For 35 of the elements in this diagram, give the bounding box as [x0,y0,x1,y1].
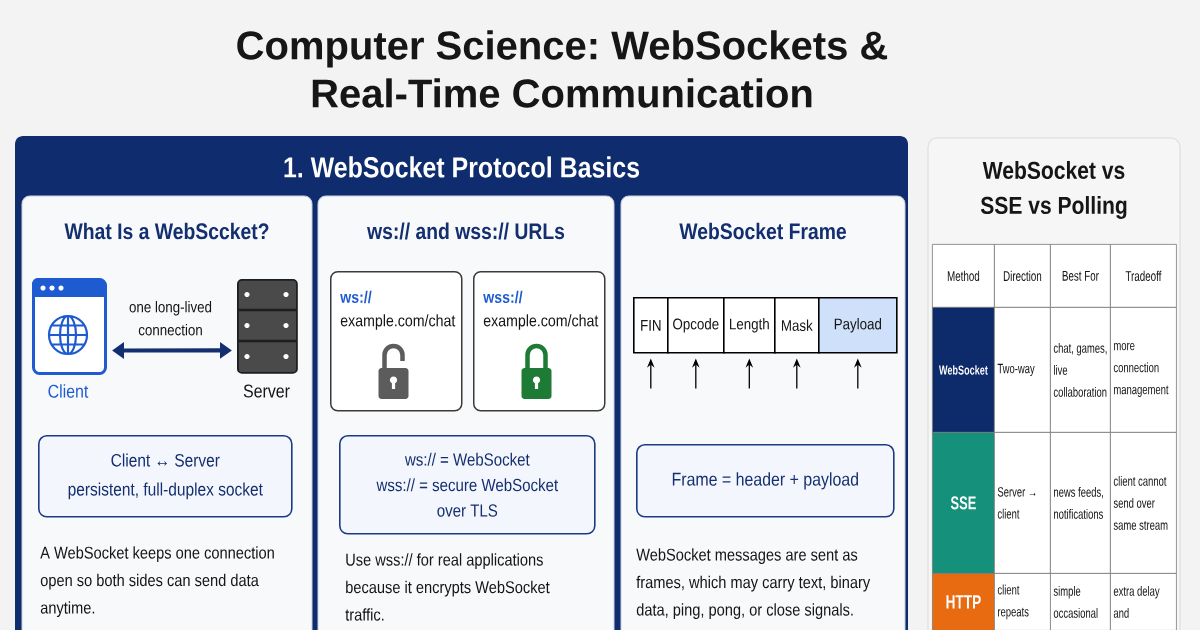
table-header-cell: Method [932,244,995,308]
method-cell: SSE [932,432,995,574]
body-text: Use wss:// for real applications because it encrypts WebSocket traffic. [345,553,550,621]
section-heading: 1. WebSocket Protocol Basics [284,156,640,178]
body-text: WebSocket messages are sent as frames, which may carry text, binary data, ping, pong, or close signals. [636,548,871,620]
table-header-cell: Direction [994,244,1051,308]
method-cell: WebSocket [932,307,995,433]
table-cell: more connection management [1110,307,1177,433]
table-cell: Two-way [994,307,1051,433]
icon-label: Client [48,384,89,398]
table-cell: chat, games, live collaboration [1050,307,1111,433]
info-box: ws:// = WebSocket wss:// = secure WebSocket over TLS [339,435,596,535]
info-box: Client ↔ Server persistent, full-duplex socket [38,435,293,518]
card-heading: WebSocket Frame [679,222,846,240]
title: Computer Science: WebSockets & Real-Time Communication [237,30,888,108]
card-heading: What Is a WebSccket? [64,222,269,240]
frame-field: Length [723,297,776,354]
url-box: wss:// example.com/chat [473,271,606,412]
info-box: Frame = header + payload [636,444,895,518]
table-cell: extra delay and [1110,573,1177,630]
frame-field: FIN [633,297,669,354]
card-heading: ws:// and wss:// URLs [367,222,565,240]
icon-label: Server [243,384,290,398]
frame-field: Opcode [667,297,725,354]
url-box: ws:// example.com/chat [330,271,463,412]
method-cell: HTTP [932,573,995,630]
table-cell: simple occasional [1050,573,1111,630]
body-text: A WebSocket keeps one connection open so both sides can send data anytime. [40,546,274,618]
table-cell: client repeats [994,573,1051,630]
panel-title: WebSocket vs SSE vs Polling [980,161,1127,219]
edge-label: one long-lived connection [129,301,212,336]
frame-field: Payload [818,297,898,354]
table-header-cell: Best For [1050,244,1111,308]
table-header-cell: Tradeoff [1110,244,1177,308]
frame-field: Mask [774,297,820,354]
